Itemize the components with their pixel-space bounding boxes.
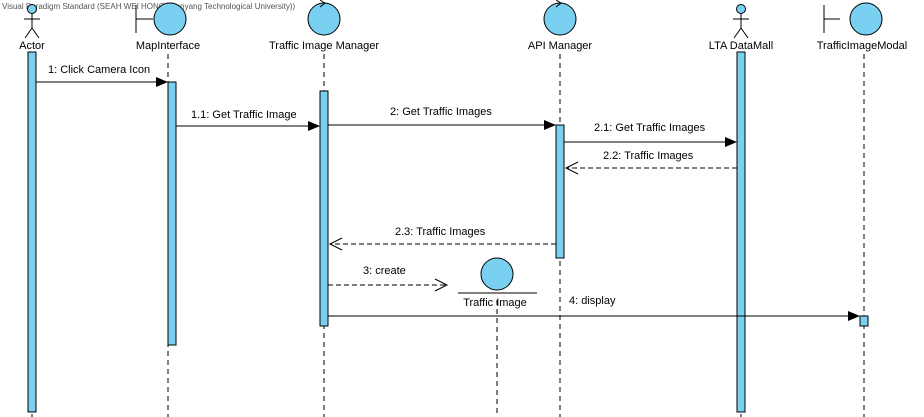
entity-icon [458, 257, 537, 294]
message-1-1: 1.1: Get Traffic Image [176, 109, 320, 131]
activation-bars [27, 51, 869, 413]
activation-bar-tim [319, 90, 329, 327]
lifeline-label-map: MapInterface [136, 40, 200, 52]
activation-bar-actor [27, 51, 37, 413]
created-object-label: Traffic Image [463, 297, 527, 309]
message-2: 2: Get Traffic Images [328, 106, 556, 130]
boundary-icon [135, 2, 187, 36]
boundary-icon [823, 2, 883, 36]
message-3: 3: create [328, 265, 449, 292]
message-2-2: 2.2: Traffic Images [564, 150, 737, 175]
message-label: 2: Get Traffic Images [390, 106, 492, 118]
control-icon [543, 0, 577, 36]
message-2-1: 2.1: Get Traffic Images [564, 122, 737, 147]
actor-icon [24, 4, 40, 39]
activation-bar-lta [736, 51, 746, 413]
message-label: 2.3: Traffic Images [395, 226, 486, 238]
lifeline-label-modal: TrafficImageModal [817, 40, 907, 52]
lifeline-label-lta: LTA DataMall [709, 40, 773, 52]
message-label: 3: create [363, 265, 406, 277]
watermark-text: Visual Paradigm Standard (SEAH WEI HONG … [2, 2, 295, 11]
activation-bar-api [555, 124, 565, 259]
message-label: 1.1: Get Traffic Image [191, 109, 297, 121]
message-label: 4: display [569, 295, 616, 307]
lifeline-label-api: API Manager [528, 40, 593, 52]
message-label: 2.1: Get Traffic Images [594, 122, 706, 134]
activation-bar-map [167, 81, 177, 346]
lifeline-label-tim: Traffic Image Manager [269, 40, 379, 52]
activation-bar-modal [859, 315, 869, 327]
lifeline-label-actor: Actor [19, 40, 45, 52]
control-icon [307, 0, 341, 36]
message-4: 4: display [328, 295, 860, 321]
message-label: 2.2: Traffic Images [603, 150, 694, 162]
actor-icon [733, 4, 749, 39]
message-1: 1: Click Camera Icon [36, 64, 168, 87]
message-2-3: 2.3: Traffic Images [328, 226, 556, 251]
message-label: 1: Click Camera Icon [48, 64, 150, 76]
